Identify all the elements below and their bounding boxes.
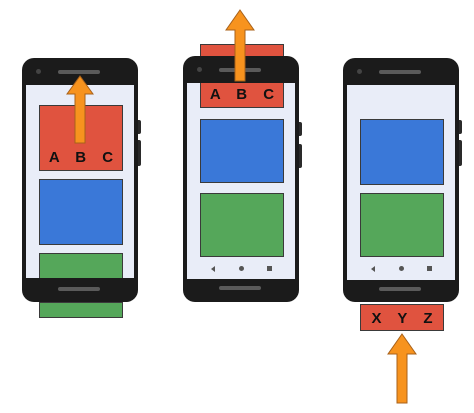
recents-icon[interactable] bbox=[267, 266, 272, 271]
phone-1-side-button-2 bbox=[138, 140, 141, 166]
phone-2: A B C bbox=[183, 56, 302, 302]
recents-icon[interactable] bbox=[427, 266, 432, 271]
phone-1-speaker bbox=[58, 70, 100, 74]
phone-3-blue-box bbox=[360, 119, 444, 185]
phone-2-blue-box bbox=[200, 119, 284, 183]
phone-2-nav-bar bbox=[187, 261, 295, 277]
phone-3-side-button-2 bbox=[459, 140, 462, 166]
phone-2-red-box-label: A B C bbox=[209, 86, 281, 103]
home-icon[interactable] bbox=[239, 266, 244, 271]
phone-2-bottom-speaker bbox=[219, 286, 261, 290]
phone-3-side-button bbox=[459, 120, 462, 134]
phone-2-red-box: A B C bbox=[200, 83, 284, 108]
phone-2-side-button-2 bbox=[299, 144, 302, 168]
phone-3-camera bbox=[357, 69, 362, 74]
phone-1-green-box bbox=[39, 253, 123, 278]
phone-2-green-box bbox=[200, 193, 284, 257]
phone-1-red-box-label: A B C bbox=[48, 149, 120, 166]
up-arrow-icon bbox=[387, 333, 417, 404]
up-arrow-icon bbox=[225, 9, 255, 82]
phone-1-side-button bbox=[138, 120, 141, 134]
back-icon[interactable] bbox=[211, 266, 215, 272]
phone-3 bbox=[343, 58, 462, 302]
phone-2-side-button bbox=[299, 122, 302, 136]
phone-3-green-box bbox=[360, 193, 444, 257]
phone-1-camera bbox=[36, 69, 41, 74]
phone-2-screen: A B C bbox=[187, 83, 295, 279]
phone-1-bottom-speaker bbox=[58, 287, 100, 291]
phone-3-red-box-label: X Y Z bbox=[371, 310, 439, 327]
phone-3-speaker bbox=[379, 70, 421, 74]
phone-1-green-box-overflow bbox=[39, 302, 123, 318]
phone-3-nav-bar bbox=[347, 261, 455, 277]
phone-3-red-box-incoming: X Y Z bbox=[360, 304, 444, 331]
up-arrow-icon bbox=[66, 75, 94, 144]
phone-1-blue-box bbox=[39, 179, 123, 245]
phone-3-bottom-speaker bbox=[379, 287, 421, 291]
phone-3-screen bbox=[347, 85, 455, 280]
back-icon[interactable] bbox=[371, 266, 375, 272]
phone-2-camera bbox=[197, 67, 202, 72]
home-icon[interactable] bbox=[399, 266, 404, 271]
